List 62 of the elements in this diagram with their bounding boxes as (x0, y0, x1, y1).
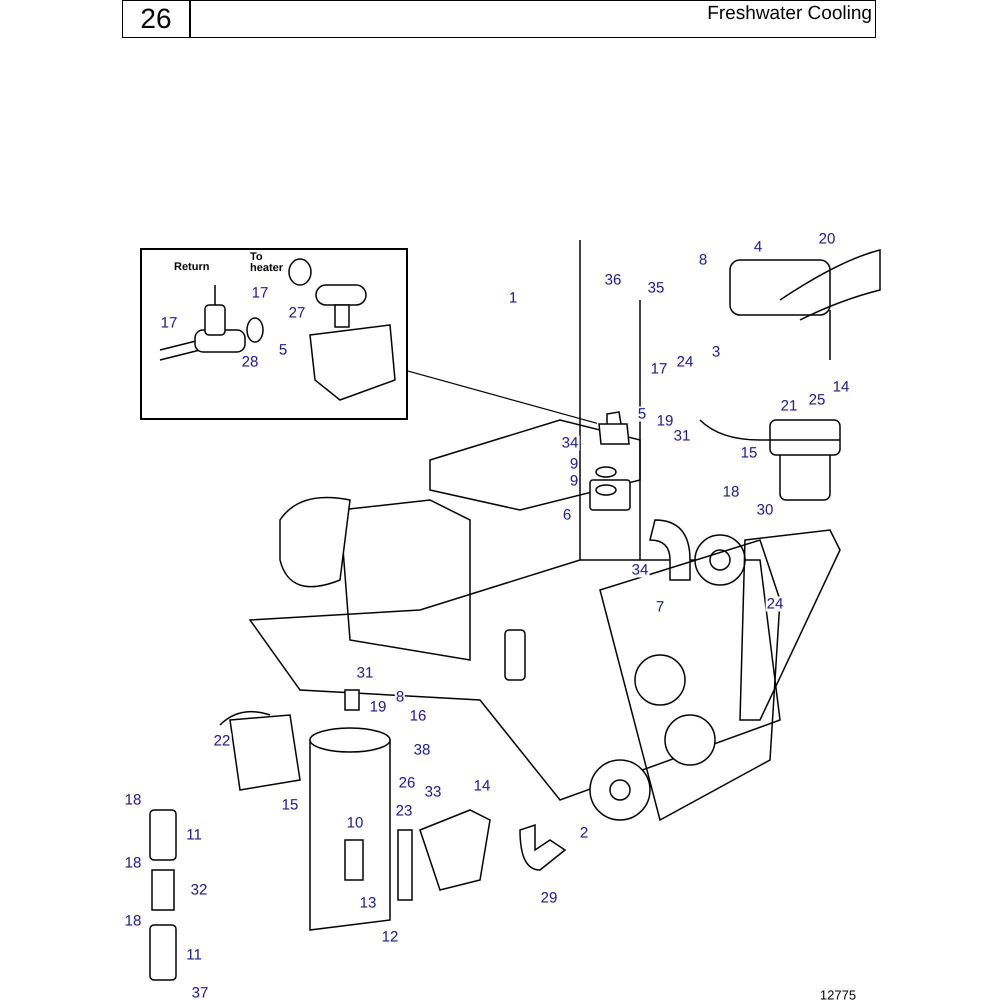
callout-number: 15 (740, 446, 758, 460)
drawing-number: 12775 (818, 988, 858, 1000)
callout-number: 7 (654, 600, 666, 614)
callout-number: 26 (398, 776, 416, 790)
callout-number: 11 (185, 948, 203, 962)
callout-number: 9 (568, 456, 580, 472)
callout-number: 2 (578, 826, 590, 840)
callout-number: 19 (368, 700, 388, 714)
callout-number: 30 (756, 502, 774, 518)
callout-number: 13 (358, 896, 378, 910)
callout-number: 11 (185, 828, 203, 842)
callout-number: 37 (190, 986, 210, 1000)
callout-number: 18 (124, 856, 142, 870)
callout-number: 22 (212, 734, 232, 748)
callout-number: 33 (424, 784, 442, 800)
flow-label: Return (174, 262, 210, 273)
callout-number: 20 (818, 232, 836, 246)
callout-number: 1 (508, 290, 518, 306)
callout-number: 27 (288, 306, 306, 320)
detail-inset-frame (140, 248, 408, 420)
leader-line (408, 370, 598, 424)
callout-number: 24 (676, 354, 694, 370)
page-number: 26 (140, 2, 172, 36)
callout-number: 8 (394, 690, 406, 704)
callout-number: 21 (780, 398, 798, 414)
callout-number: 24 (766, 596, 784, 612)
callout-number: 10 (346, 816, 364, 830)
callout-number: 31 (356, 666, 374, 680)
thermostat-housing-drawing (597, 410, 631, 446)
callout-number: 18 (124, 914, 142, 928)
callout-number: 38 (412, 742, 432, 758)
callout-number: 14 (832, 380, 850, 394)
callout-number: 35 (646, 280, 666, 296)
callout-number: 17 (160, 316, 178, 330)
callout-number: 23 (394, 804, 414, 818)
callout-number: 5 (636, 406, 648, 422)
callout-number: 25 (808, 392, 826, 408)
title: Freshwater Cooling (707, 2, 872, 26)
callout-number: 3 (710, 344, 722, 360)
callout-number: 31 (672, 428, 692, 444)
callout-number: 34 (630, 562, 650, 578)
callout-number: 9 (568, 474, 580, 488)
callout-number: 18 (722, 484, 740, 500)
callout-number: 18 (124, 792, 142, 808)
callout-number: 16 (408, 708, 428, 724)
callout-number: 12 (380, 930, 400, 944)
callout-number: 15 (280, 798, 300, 812)
callout-number: 29 (540, 890, 558, 906)
page-number-cell (122, 0, 190, 38)
callout-number: 34 (560, 436, 580, 450)
callout-number: 5 (278, 342, 288, 358)
callout-number: 14 (472, 778, 492, 794)
callout-number: 36 (604, 272, 622, 288)
callout-number: 4 (752, 240, 764, 254)
callout-number: 28 (240, 354, 260, 370)
flow-label: To heater (250, 252, 284, 274)
callout-number: 17 (650, 362, 668, 376)
callout-number: 19 (656, 414, 674, 428)
callout-number: 17 (250, 286, 270, 300)
callout-number: 8 (698, 252, 708, 268)
callout-number: 32 (190, 882, 208, 898)
callout-number: 6 (562, 508, 572, 522)
